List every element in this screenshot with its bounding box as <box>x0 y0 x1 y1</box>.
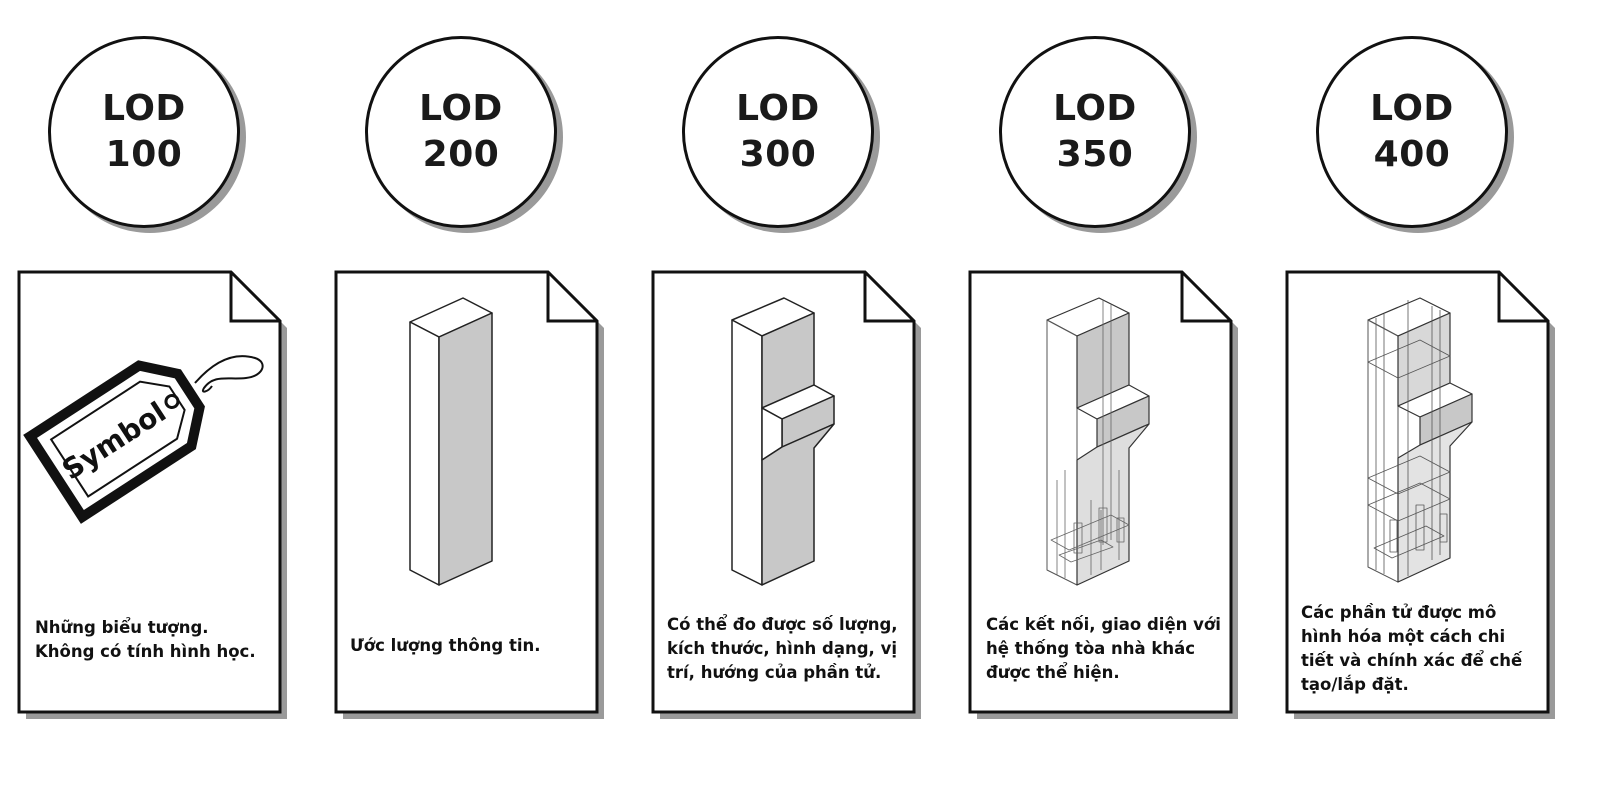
lod-350-caption: Các kết nối, giao diện với hệ thống tòa … <box>986 613 1226 685</box>
document-sheet <box>1285 270 1555 719</box>
lod-number: 200 <box>422 134 500 175</box>
caption-line: tạo/lắp đặt. <box>1301 675 1409 694</box>
solid-column-model-icon <box>409 297 493 586</box>
lod-number: 400 <box>1373 134 1451 175</box>
lod-200-circle: LOD 200 <box>365 36 557 228</box>
caption-line: Không có tính hình học. <box>35 642 256 661</box>
lod-400-column: LOD 400 <box>1268 0 1568 789</box>
lod-100-column: LOD 100 Symbol Những biểu tượng. Không c… <box>0 0 300 789</box>
caption-line: kích thước, hình dạng, vị <box>667 639 897 658</box>
lod-350-column: LOD 350 <box>951 0 1251 789</box>
lod-200-caption: Ước lượng thông tin. <box>350 634 590 658</box>
caption-line: Các kết nối, giao diện với <box>986 615 1221 634</box>
lod-number: 100 <box>105 134 183 175</box>
symbol-tag-icon: Symbol <box>23 355 264 524</box>
column-with-corbel-icon <box>731 297 835 586</box>
document-sheet <box>968 270 1238 719</box>
lod-300-circle: LOD 300 <box>682 36 874 228</box>
lod-label: LOD <box>102 88 186 129</box>
lod-300-caption: Có thể đo được số lượng, kích thước, hìn… <box>667 613 907 685</box>
detailed-column-assembly-icon <box>1367 297 1473 583</box>
column-with-connections-icon <box>1046 297 1150 586</box>
caption-line: trí, hướng của phần tử. <box>667 663 882 682</box>
lod-200-column: LOD 200 Ước lượng thông tin. <box>317 0 617 789</box>
lod-number: 350 <box>1056 134 1134 175</box>
caption-line: Những biểu tượng. <box>35 618 209 637</box>
lod-100-caption: Những biểu tượng. Không có tính hình học… <box>35 616 275 664</box>
lod-400-caption: Các phần tử được mô hình hóa một cách ch… <box>1301 601 1541 697</box>
caption-line: Các phần tử được mô <box>1301 603 1497 622</box>
document-sheet: Symbol <box>17 270 287 719</box>
lod-400-circle: LOD 400 <box>1316 36 1508 228</box>
lod-100-circle: LOD 100 <box>48 36 240 228</box>
lod-label: LOD <box>1370 88 1454 129</box>
lod-label: LOD <box>736 88 820 129</box>
caption-line: Ước lượng thông tin. <box>350 636 541 655</box>
caption-line: hình hóa một cách chi <box>1301 627 1506 646</box>
lod-number: 300 <box>739 134 817 175</box>
document-sheet <box>334 270 604 719</box>
caption-line: được thể hiện. <box>986 663 1120 682</box>
lod-label: LOD <box>1053 88 1137 129</box>
lod-350-circle: LOD 350 <box>999 36 1191 228</box>
lod-label: LOD <box>419 88 503 129</box>
caption-line: hệ thống tòa nhà khác <box>986 639 1196 658</box>
lod-300-column: LOD 300 Có thể đo được số lượng, kích th… <box>634 0 934 789</box>
caption-line: tiết và chính xác để chế <box>1301 651 1523 670</box>
document-sheet <box>651 270 921 719</box>
caption-line: Có thể đo được số lượng, <box>667 615 898 634</box>
